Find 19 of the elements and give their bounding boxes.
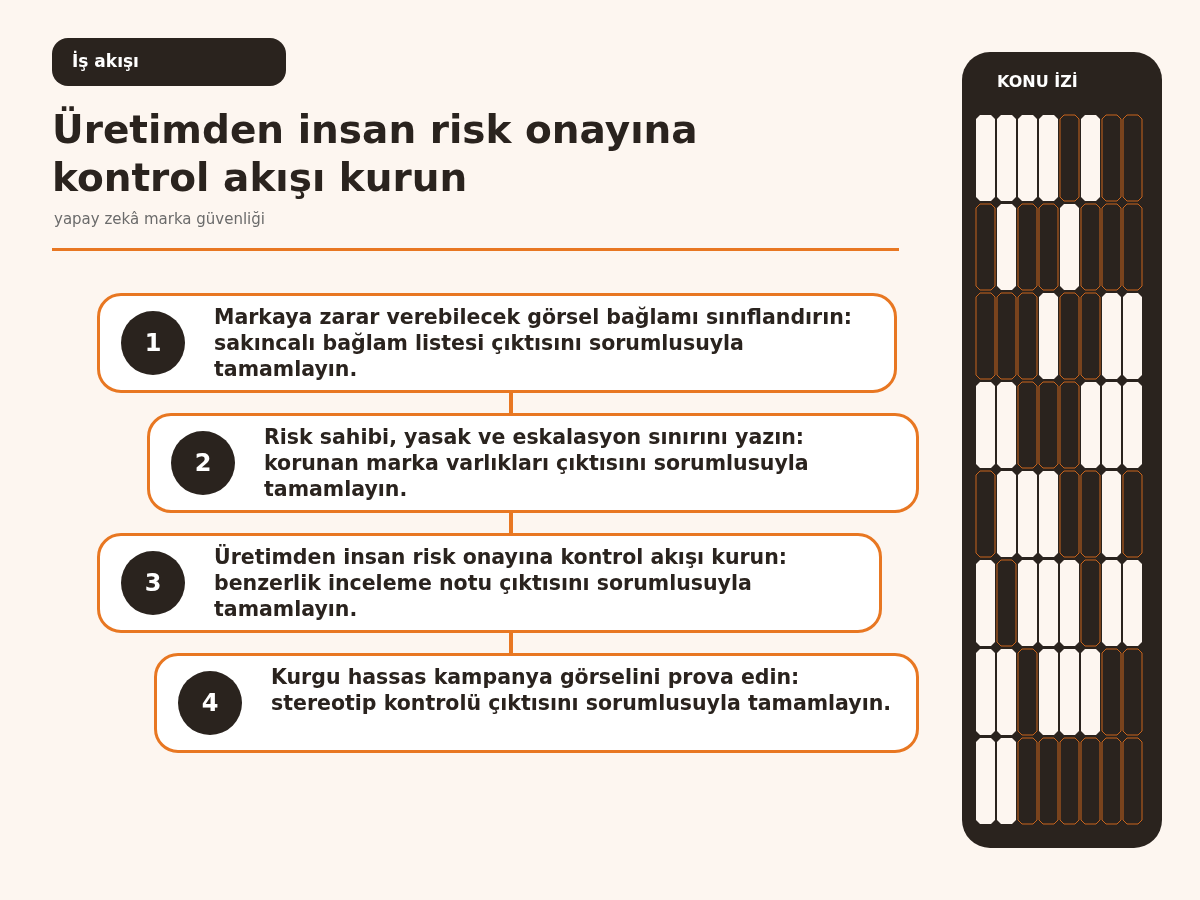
panel-heading: KONU İZİ bbox=[997, 71, 1078, 93]
subtitle: yapay zekâ marka güvenliği bbox=[54, 209, 265, 230]
connector-line bbox=[509, 513, 513, 533]
step-card bbox=[147, 413, 919, 513]
step-text: Kurgu hassas kampanya görselini prova edin: stereotip kontrolü çıktısını sorumlusuyla tamamlayın. bbox=[271, 664, 892, 716]
connector-line bbox=[509, 633, 513, 653]
step-text: Üretimden insan risk onayına kontrol akışı kurun: benzerlik inceleme notu çıktısını sorumlusuyla tamamlayın. bbox=[214, 544, 788, 622]
title: Üretimden insan risk onayına kontrol akışı kurun bbox=[52, 106, 699, 202]
step-text: Risk sahibi, yasak ve eskalasyon sınırını yazın: korunan marka varlıkları çıktısını sorumlusuyla tamamlayın. bbox=[264, 424, 810, 502]
step-text: Markaya zarar verebilecek görsel bağlamı sınıflandırın: sakıncalı bağlam listesi çıktısını sorumlusuyla tamamlayın. bbox=[214, 304, 853, 382]
step-number: 1 bbox=[121, 311, 185, 375]
connector-line bbox=[509, 393, 513, 413]
step-number: 3 bbox=[121, 551, 185, 615]
step-card bbox=[154, 653, 919, 753]
step-number: 4 bbox=[178, 671, 242, 735]
step-card bbox=[97, 293, 897, 393]
step-number: 2 bbox=[171, 431, 235, 495]
category-pill: İş akışı bbox=[52, 38, 286, 86]
step-card bbox=[97, 533, 882, 633]
